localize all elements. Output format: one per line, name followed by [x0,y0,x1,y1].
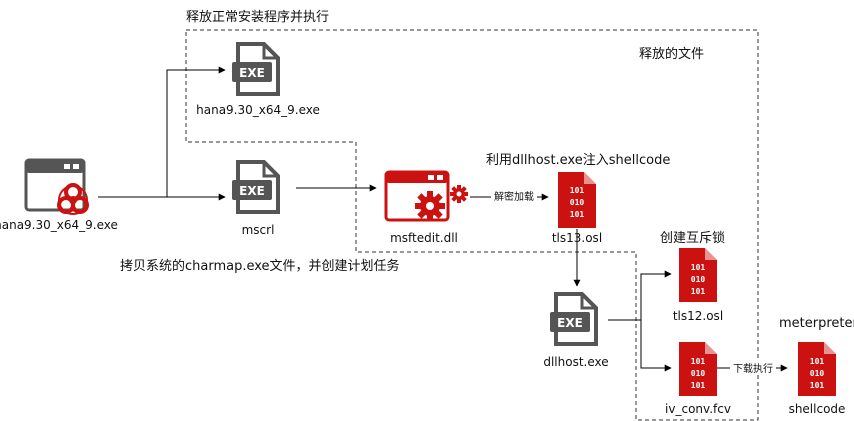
meterpreter-note: meterpreter [779,316,854,331]
bits-line: 101 [691,357,706,366]
exe-badge: EXE [239,184,265,198]
shellcode-label: shellcode [789,402,846,416]
bits-line: 010 [570,198,585,207]
ivconv-label: iv_conv.fcv [665,402,731,416]
node-mscrl: EXE mscrl [232,160,280,237]
bits-line: 101 [810,357,825,366]
bits-line: 101 [810,381,825,390]
bits-line: 101 [570,210,585,219]
bits-line: 101 [691,287,706,296]
tls13-label: tls13.osl [552,231,602,245]
binary-file-icon: 101 010 101 [558,172,596,228]
bits-line: 010 [691,369,706,378]
copy-note: 拷贝系统的charmap.exe文件，并创建计划任务 [120,258,400,274]
mscrl-label: mscrl [242,223,275,237]
bits-line: 101 [570,186,585,195]
node-tls13: 101 010 101 tls13.osl [552,172,602,245]
binary-file-icon: 101 010 101 [798,342,836,396]
connectors [98,66,788,372]
biohazard-window-icon [24,158,89,215]
binary-file-icon: 101 010 101 [679,248,717,302]
install-note: 释放正常安装程序并执行 [186,10,329,25]
gear-window-icon [384,170,468,222]
exe-badge: EXE [557,316,583,330]
exe-file-icon: EXE [550,292,598,346]
bits-line: 101 [691,381,706,390]
mutex-note: 创建互斥锁 [660,230,725,246]
inject-note: 利用dllhost.exe注入shellcode [486,153,670,168]
edge-label-download-exec: 下载执行 [733,362,773,375]
edge-label-decrypt-load: 解密加载 [494,190,534,203]
node-tls12: 101 010 101 tls12.osl [673,248,723,323]
node-dllhost: EXE dllhost.exe [543,292,609,369]
edge-dropper-installer [98,66,226,198]
bits-line: 010 [810,369,825,378]
dropper-label: hana9.30_x64_9.exe [0,218,118,232]
node-dropper: hana9.30_x64_9.exe [0,158,118,232]
msftedit-label: msftedit.dll [390,231,458,245]
node-installer: EXE hana9.30_x64_9.exe [196,42,320,117]
node-ivconv: 101 010 101 iv_conv.fcv [665,342,731,416]
edge-dllhost-tls12 [608,270,672,321]
installer-label: hana9.30_x64_9.exe [196,103,320,117]
node-shellcode: 101 010 101 shellcode [789,342,846,416]
binary-file-icon: 101 010 101 [679,342,717,396]
exe-file-icon: EXE [232,42,280,96]
bits-line: 101 [691,263,706,272]
bits-line: 010 [691,275,706,284]
tls12-label: tls12.osl [673,309,723,323]
exe-file-icon: EXE [232,160,280,214]
released-files-region [185,29,759,421]
exe-badge: EXE [239,66,265,80]
dllhost-label: dllhost.exe [543,355,608,369]
edge-dllhost-ivconv [640,320,672,372]
node-msftedit: msftedit.dll [384,170,468,245]
released-files-title: 释放的文件 [639,46,704,62]
